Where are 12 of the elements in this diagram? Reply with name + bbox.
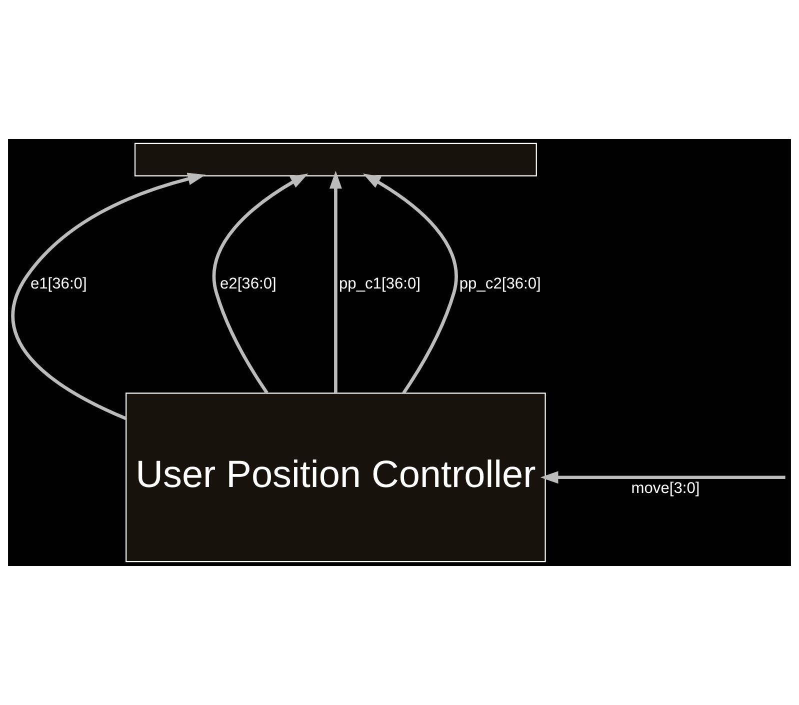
arrow <box>362 173 458 394</box>
edge-label: e1[36:0] <box>30 276 87 293</box>
edge-label: move[3:0] <box>631 480 700 498</box>
edge-label: pp_c2[36:0] <box>459 276 541 293</box>
arrow <box>540 471 786 484</box>
node-box: User Position Controller <box>126 392 546 562</box>
node-box <box>134 142 537 176</box>
arrow <box>11 172 206 420</box>
arrow <box>329 170 342 393</box>
arrow <box>212 173 308 394</box>
edge-label: e2[36:0] <box>220 276 276 293</box>
edge-label: pp_c1[36:0] <box>338 276 420 293</box>
